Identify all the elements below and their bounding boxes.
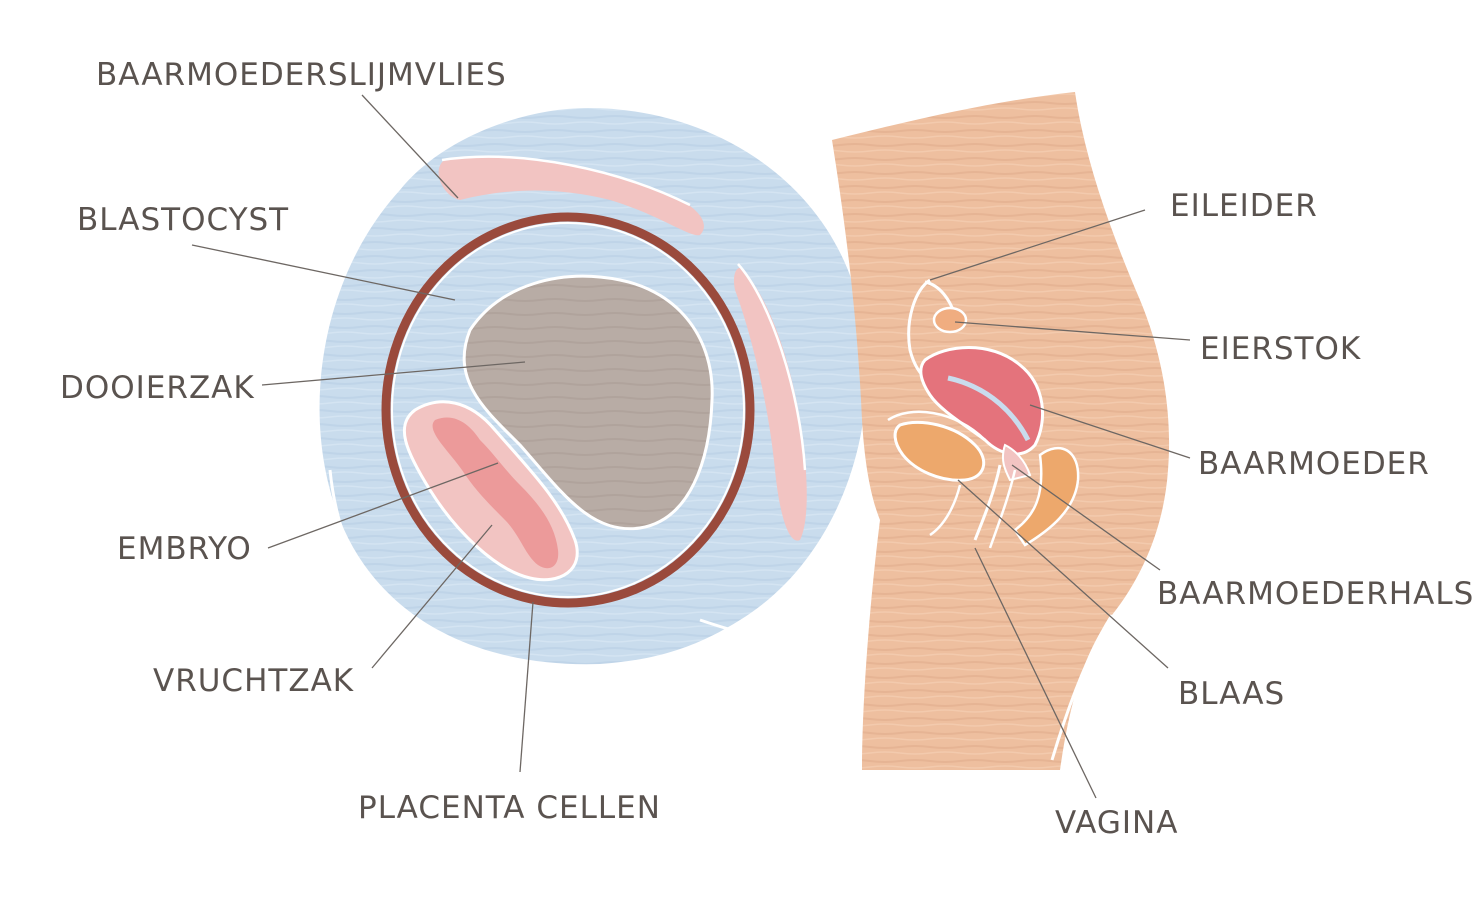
label-vagina: VAGINA [1055, 805, 1179, 841]
leader-baarmoederhals [1011, 464, 1161, 571]
label-dooierzak: DOOIERZAK [60, 370, 255, 406]
label-baarmoederhals: BAARMOEDERHALS [1157, 576, 1475, 612]
label-placenta-cellen: PLACENTA CELLEN [358, 790, 661, 826]
ovary [932, 306, 968, 334]
leader-eileider [929, 209, 1146, 281]
endometrium-strip-top [438, 156, 704, 236]
embryo [432, 417, 559, 569]
label-baarmoederslijmvlies: BAARMOEDERSLIJMVLIES [96, 57, 507, 93]
leader-blaas [957, 479, 1169, 669]
leader-placenta-cellen [519, 601, 534, 773]
leader-dooierzak [261, 361, 526, 386]
label-blaas: BLAAS [1178, 676, 1286, 712]
rectum [1013, 446, 1080, 547]
leader-lines [191, 94, 1191, 799]
label-blastocyst: BLASTOCYST [77, 202, 290, 238]
endometrium-strip-right [733, 267, 807, 541]
blastocyst-ring [381, 212, 755, 608]
uterus [919, 346, 1045, 456]
label-eierstok: EIERSTOK [1200, 331, 1362, 367]
vagina [973, 464, 1002, 541]
yolk-sac [462, 274, 714, 531]
label-vruchtzak: VRUCHTZAK [153, 663, 355, 699]
leader-vruchtzak [371, 524, 493, 669]
label-baarmoeder: BAARMOEDER [1198, 446, 1430, 482]
label-eileider: EILEIDER [1170, 188, 1318, 224]
leader-eierstok [954, 321, 1191, 341]
leader-baarmoeder [1029, 404, 1191, 459]
leader-vagina [974, 547, 1097, 799]
leader-baarmoederslijmvlies [361, 94, 459, 199]
cervix [1001, 443, 1032, 482]
leader-embryo [267, 462, 499, 549]
bladder [893, 420, 986, 482]
label-embryo: EMBRYO [117, 531, 252, 567]
body-cross-section [832, 92, 1170, 770]
leader-blastocyst [191, 244, 456, 301]
implantation-circle [319, 108, 867, 665]
